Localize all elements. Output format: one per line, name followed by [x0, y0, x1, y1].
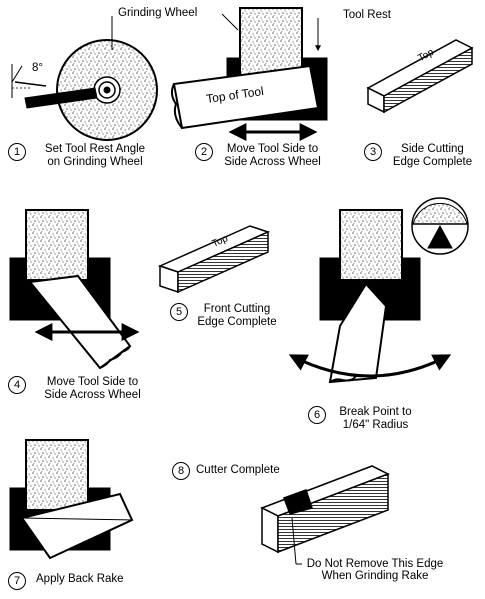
step-5-line1: Front Cutting [203, 303, 271, 315]
step-5-number: 5 [170, 303, 188, 321]
step-5-caption: Front Cutting Edge Complete [192, 303, 282, 329]
tool-rest-label: Tool Rest [343, 9, 391, 21]
step-1-caption: Set Tool Rest Angle on Grinding Wheel [30, 143, 160, 169]
step6-break-point [288, 197, 469, 384]
step-2-number: 2 [195, 143, 213, 161]
step-1-number: 1 [8, 143, 26, 161]
step4-wheel-and-tool [9, 209, 140, 370]
step-3-line1: Side Cutting [401, 143, 464, 155]
step5-front-cut-tool [157, 225, 271, 294]
do-not-remove-label: Do Not Remove This Edge When Grinding Ra… [300, 558, 450, 582]
step8-complete-tool [260, 465, 390, 565]
step-1-line2: on Grinding Wheel [47, 156, 143, 168]
step3-side-cut-tool [366, 39, 474, 114]
step-3-line2: Edge Complete [392, 156, 473, 168]
grinding-wheel-label: Grinding Wheel [118, 7, 198, 19]
step-7-number: 7 [8, 572, 26, 590]
step-8-number: 8 [172, 462, 190, 480]
step-7-caption: Apply Back Rake [36, 573, 124, 585]
step-6-caption: Break Point to 1/64" Radius [328, 406, 423, 432]
step-4-number: 4 [8, 376, 26, 394]
step-4-line2: Side Across Wheel [44, 389, 141, 401]
step-6-line2: 1/64" Radius [342, 419, 409, 431]
do-not-remove-line1: Do Not Remove This Edge [306, 558, 444, 570]
step-4-line1: Move Tool Side to [46, 376, 139, 388]
step-2-line1: Move Tool Side to [226, 143, 319, 155]
step-3-number: 3 [364, 143, 382, 161]
step-2-line2: Side Across Wheel [224, 156, 321, 168]
step-6-line1: Break Point to [339, 406, 412, 418]
step-4-caption: Move Tool Side to Side Across Wheel [30, 376, 155, 402]
step1-grinding-wheel [11, 16, 158, 141]
angle-label: 8° [32, 62, 43, 74]
step-8-caption: Cutter Complete [196, 464, 280, 476]
step-6-number: 6 [308, 406, 326, 424]
step-1-line1: Set Tool Rest Angle [44, 143, 146, 155]
do-not-remove-line2: When Grinding Rake [321, 570, 429, 582]
step-5-line2: Edge Complete [197, 316, 277, 328]
step2-wheel-and-rest [170, 7, 328, 141]
step-2-caption: Move Tool Side to Side Across Wheel [215, 143, 330, 169]
step7-back-rake [9, 439, 134, 560]
step-3-caption: Side Cutting Edge Complete [385, 143, 480, 169]
